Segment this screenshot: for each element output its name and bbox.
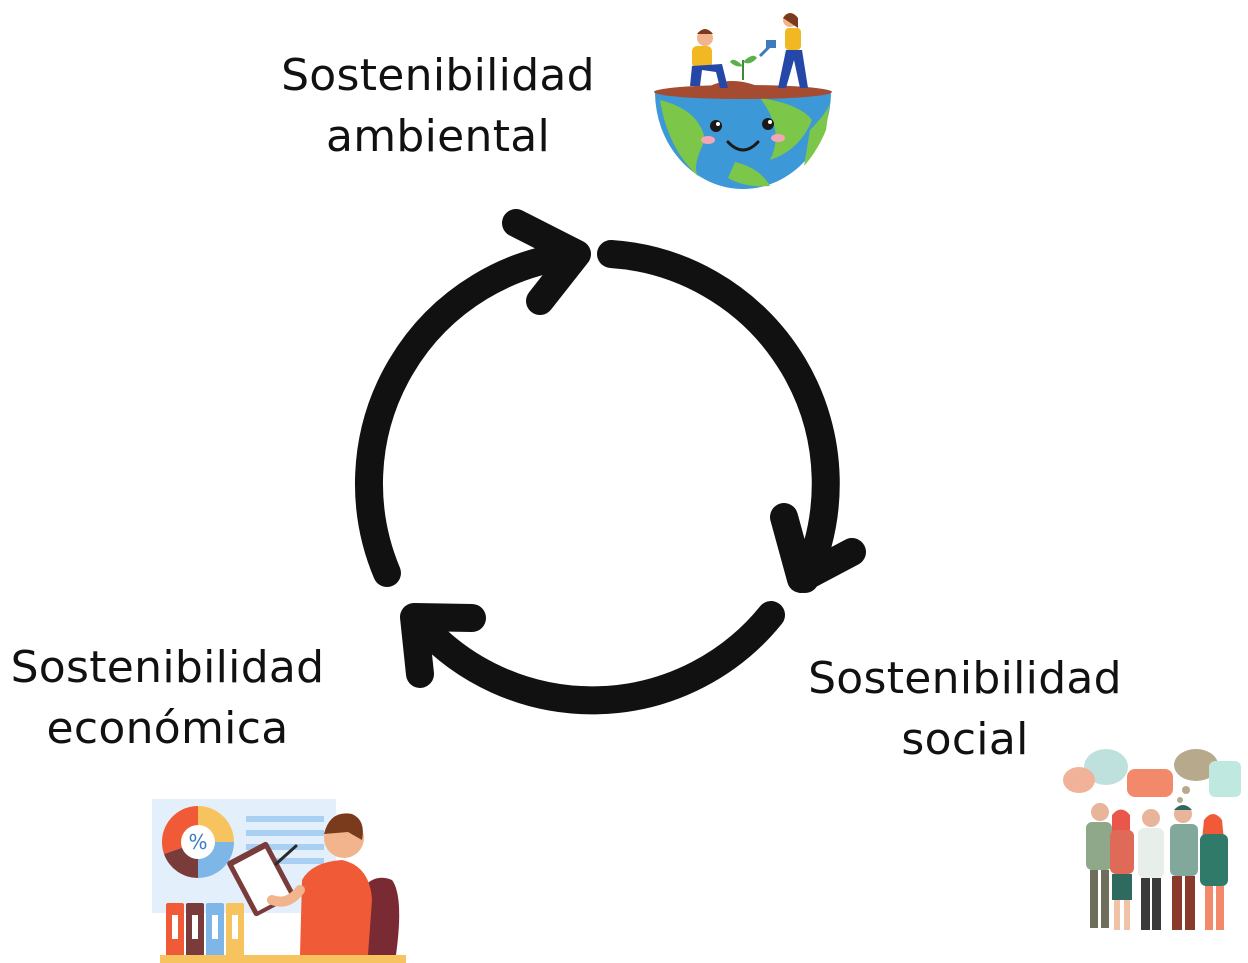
cycle-arrowhead-right <box>770 503 866 593</box>
cycle-arrowhead-top <box>502 209 591 315</box>
label-social-line2: social <box>901 714 1029 765</box>
label-ambiental-line2: ambiental <box>325 111 551 162</box>
label-ambiental-line1: Sostenibilidad <box>281 50 595 101</box>
label-sostenibilidad-social: Sostenibilidad social <box>795 648 1135 770</box>
label-sostenibilidad-economica: Sostenibilidad económica <box>0 637 335 759</box>
svg-text:%: % <box>188 830 207 854</box>
label-sostenibilidad-ambiental: Sostenibilidad ambiental <box>268 45 608 167</box>
cycle-arrowhead-bottom <box>400 603 486 688</box>
label-economica-line1: Sostenibilidad <box>10 642 325 693</box>
cycle-arrow-left-arc <box>355 241 589 587</box>
label-social-line1: Sostenibilidad <box>808 653 1122 704</box>
label-economica-line2: económica <box>46 703 289 754</box>
cycle-arrow-bottom-arc <box>407 601 785 715</box>
cycle-arrow-right-arc <box>597 240 840 593</box>
